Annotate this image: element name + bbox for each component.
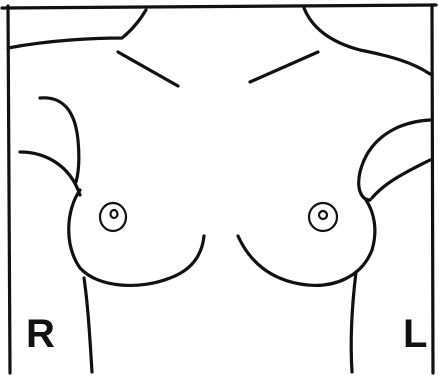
left-torso-side: [351, 272, 356, 372]
left-nipple: [319, 211, 327, 219]
side-label-left: L: [403, 314, 427, 354]
right-arm-inner: [20, 152, 80, 195]
neck-right-line: [8, 10, 146, 48]
right-torso-side: [84, 278, 92, 372]
right-arm-outline: [40, 98, 79, 182]
right-breast-outline: [69, 190, 204, 285]
side-label-right: R: [26, 314, 55, 354]
right-nipple: [111, 210, 118, 218]
left-areola: [309, 203, 337, 231]
collarbone-right: [118, 52, 178, 86]
frame-top-edge: [2, 5, 436, 8]
frame-left-edge: [8, 6, 10, 373]
left-arm-inner: [372, 160, 430, 198]
neck-left-line: [304, 8, 430, 74]
left-arm-outline: [359, 120, 430, 200]
frame-right-edge: [432, 5, 433, 373]
collarbone-left: [250, 52, 318, 82]
